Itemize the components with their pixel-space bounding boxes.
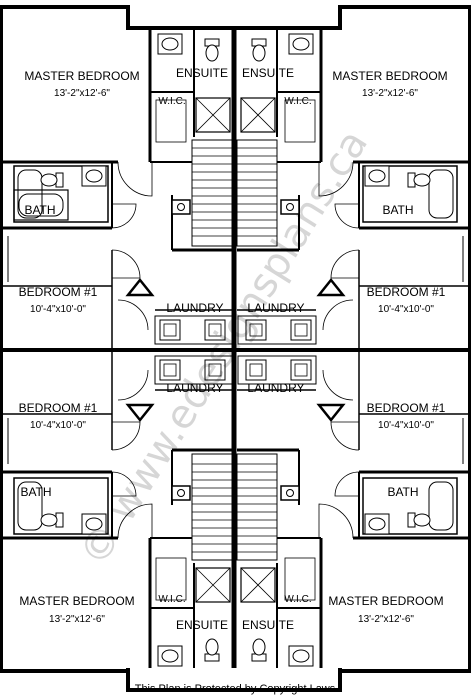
tl-laundry-label: LAUNDRY <box>166 301 223 315</box>
br-master-bedroom-label: MASTER BEDROOM <box>328 594 443 608</box>
tl-ensuite-label: ENSUITE <box>176 66 228 80</box>
br-ensuite-label: ENSUITE <box>242 618 294 632</box>
tr-bath-label: BATH <box>382 203 413 217</box>
bl-wic-label: W.I.C. <box>158 594 185 605</box>
br-laundry-label: LAUNDRY <box>247 381 304 395</box>
copyright-notice: This Plan is Protected by Copyright Laws <box>135 683 336 695</box>
br-bath-label: BATH <box>387 485 418 499</box>
bl-master-bedroom-label: MASTER BEDROOM <box>19 594 134 608</box>
tr-wic-label: W.I.C. <box>284 96 311 107</box>
bl-master-bedroom-dim: 13'-2"x12'-6" <box>49 614 105 625</box>
tr-master-bedroom-label: MASTER BEDROOM <box>332 69 447 83</box>
tr-bedroom1-dim: 10'-4"x10'-0" <box>378 304 434 315</box>
tl-bath-label: BATH <box>24 203 55 217</box>
tr-master-bedroom-dim: 13'-2"x12'-6" <box>362 88 418 99</box>
tr-laundry-label: LAUNDRY <box>247 301 304 315</box>
tl-bedroom1-label: BEDROOM #1 <box>19 285 98 299</box>
br-wic-label: W.I.C. <box>284 594 311 605</box>
tr-bedroom1-label: BEDROOM #1 <box>367 285 446 299</box>
bl-bath-label: BATH <box>20 485 51 499</box>
bl-bedroom1-label: BEDROOM #1 <box>19 401 98 415</box>
bl-bedroom1-dim: 10'-4"x10'-0" <box>30 420 86 431</box>
tr-ensuite-label: ENSUITE <box>242 66 294 80</box>
br-bedroom1-dim: 10'-4"x10'-0" <box>378 420 434 431</box>
br-master-bedroom-dim: 13'-2"x12'-6" <box>358 614 414 625</box>
bl-ensuite-label: ENSUITE <box>176 618 228 632</box>
tl-bedroom1-dim: 10'-4"x10'-0" <box>30 304 86 315</box>
tl-master-bedroom-label: MASTER BEDROOM <box>24 69 139 83</box>
bl-laundry-label: LAUNDRY <box>166 381 223 395</box>
tl-master-bedroom-dim: 13'-2"x12'-6" <box>54 88 110 99</box>
tl-wic-label: W.I.C. <box>158 96 185 107</box>
br-bedroom1-label: BEDROOM #1 <box>367 401 446 415</box>
